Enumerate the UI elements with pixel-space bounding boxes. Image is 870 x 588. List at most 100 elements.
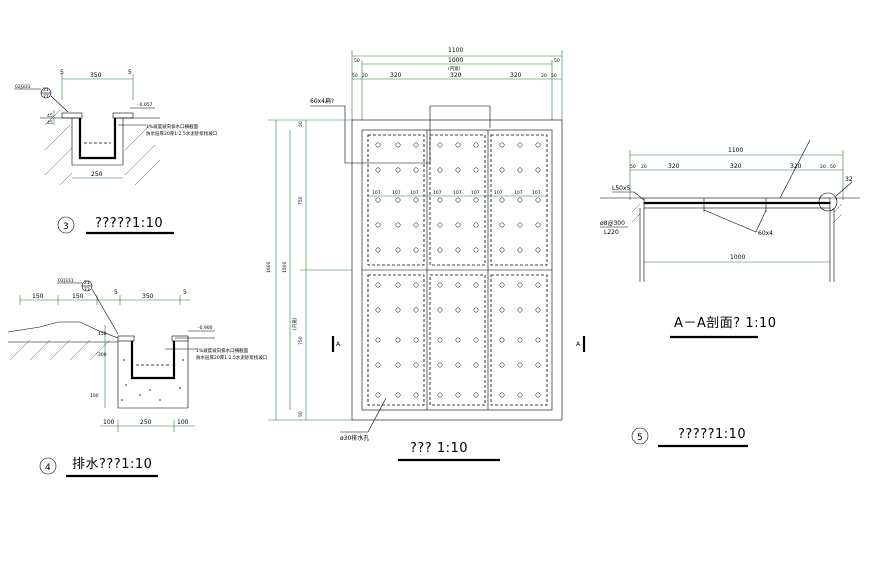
- plan-section-mark-right: A: [576, 341, 581, 348]
- plan-dim-edge-right: 50: [554, 58, 560, 64]
- drain-hole: [499, 167, 505, 173]
- drain-hole: [455, 247, 461, 253]
- drain-hole: [375, 337, 381, 343]
- drain-hole: [437, 307, 443, 313]
- drain-hole: [375, 392, 381, 398]
- detail4-callout-bottom: 77: [84, 287, 90, 293]
- detail4-callout-top: 21: [84, 280, 90, 286]
- drain-hole: [395, 197, 401, 203]
- drain-hole: [535, 362, 541, 368]
- plan-spacing-6: 107: [471, 190, 480, 196]
- drain-hole: [437, 282, 443, 288]
- drain-hole: [535, 167, 541, 173]
- drain-hole: [535, 142, 541, 148]
- plan-spacing-7: 107: [494, 190, 503, 196]
- drain-hole: [375, 197, 381, 203]
- detail3-dim-mid: 350: [90, 72, 102, 79]
- plan-dim-sub-left: 50: [352, 73, 358, 79]
- section-rebar-label-1: ø8@300: [600, 220, 625, 227]
- drain-hole: [535, 392, 541, 398]
- drain-hole: [375, 362, 381, 368]
- detail3-dim-left-a: 45: [47, 113, 53, 119]
- detail-4: 150 150 5 350 5 21 77 02J331 -0.900: [7, 278, 267, 478]
- plan-spacing-4: 107: [433, 190, 442, 196]
- detail5-number: 5: [637, 433, 643, 443]
- drain-hole: [535, 247, 541, 253]
- detail3-dim-right: 5: [128, 69, 132, 76]
- detail3-dim-left: 5: [60, 69, 64, 76]
- drain-hole: [535, 307, 541, 313]
- drain-hole: [437, 337, 443, 343]
- detail-3: 5 350 5 21 77 02J331 -0.057: [14, 69, 217, 235]
- drain-hole: [413, 392, 419, 398]
- drain-hole: [499, 247, 505, 253]
- drain-hole: [437, 222, 443, 228]
- drain-hole: [413, 222, 419, 228]
- detail4-title: 排水???1:10: [72, 457, 152, 472]
- drain-hole: [517, 337, 523, 343]
- drain-hole: [455, 362, 461, 368]
- plan-dashed-panels: [367, 134, 548, 406]
- drain-hole: [395, 167, 401, 173]
- plan-spacing-3: 107: [410, 190, 419, 196]
- plan-title: ??? 1:10: [410, 441, 468, 456]
- plan-dim-vertical-inner: 1500: [282, 261, 288, 273]
- drain-hole: [395, 282, 401, 288]
- detail4-dim-top-3: 5: [114, 289, 118, 296]
- drain-hole: [437, 197, 443, 203]
- plan-dim-sub-left2: 20: [362, 73, 368, 79]
- drain-hole: [499, 307, 505, 313]
- plan-dim-edge-left: 50: [354, 58, 360, 64]
- drain-hole: [455, 197, 461, 203]
- drain-hole: [395, 142, 401, 148]
- detail4-note-1: 1%坡度坡向排水口横截面: [196, 347, 249, 354]
- section-rebar-label-2: L220: [604, 229, 619, 236]
- plan-spacing-1: 107: [372, 190, 381, 196]
- plan-dim-sub-right: 20: [541, 73, 547, 79]
- detail3-note-2: 防水层厚20厚1:2.5水泥砂浆找坡口: [146, 130, 217, 137]
- drain-hole: [517, 362, 523, 368]
- detail3-callout-top: 21: [43, 87, 49, 93]
- drain-hole: [517, 307, 523, 313]
- drain-hole: [473, 392, 479, 398]
- drain-hole: [499, 337, 505, 343]
- plan-dim-inner: 1000: [448, 57, 463, 64]
- plan-spacing-5: 107: [453, 190, 462, 196]
- drain-hole: [413, 247, 419, 253]
- drain-hole: [375, 247, 381, 253]
- drain-hole: [473, 197, 479, 203]
- drain-hole: [455, 222, 461, 228]
- section-dim-bottom: 1000: [730, 254, 745, 261]
- detail4-dim-bottom-2: 250: [140, 419, 152, 426]
- drain-hole: [437, 392, 443, 398]
- section-flat-label: 60x4: [758, 230, 773, 237]
- drain-hole: [473, 282, 479, 288]
- drain-hole: [499, 197, 505, 203]
- plan-dim-overall: 1100: [448, 47, 463, 54]
- detail4-dim-top-1: 150: [32, 293, 44, 300]
- drain-hole: [437, 167, 443, 173]
- section-dim-1: 50: [630, 164, 636, 170]
- plan-inner-label: (内宽): [448, 65, 461, 72]
- section-callout: 32: [845, 176, 853, 183]
- drain-hole: [413, 362, 419, 368]
- drain-hole: [499, 222, 505, 228]
- drain-hole: [455, 337, 461, 343]
- detail4-level: -0.900: [198, 325, 213, 331]
- drain-hole: [473, 307, 479, 313]
- plan-section-mark-left: A: [336, 341, 341, 348]
- section-aa: 1100 50 20 320 320 320 20 50 L50x5 ø8@3: [600, 139, 860, 339]
- plan-spacing-2: 107: [392, 190, 401, 196]
- plan-steel-label: 60x4扁?: [310, 97, 334, 105]
- section-dim-7: 50: [830, 164, 836, 170]
- drain-hole: [375, 142, 381, 148]
- drain-hole: [473, 337, 479, 343]
- drain-hole: [499, 142, 505, 148]
- drain-hole: [499, 282, 505, 288]
- drain-hole: [413, 282, 419, 288]
- detail4-dim-left-2: 300: [98, 352, 107, 358]
- plan-dim-vertical-1: 50: [298, 121, 304, 127]
- drain-hole: [395, 222, 401, 228]
- drain-hole: [499, 392, 505, 398]
